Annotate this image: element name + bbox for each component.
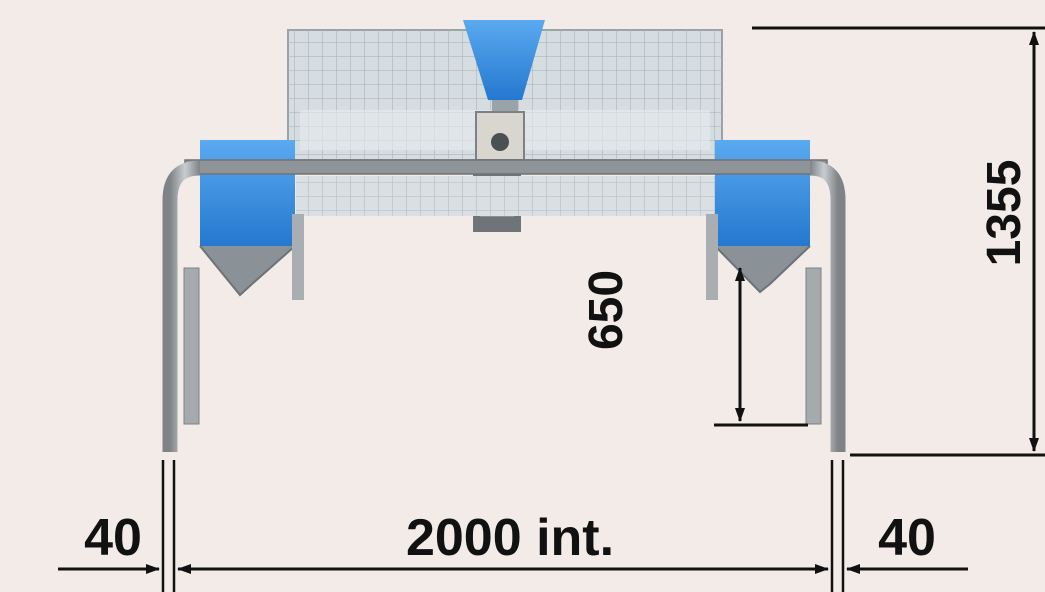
frame-top-bar: [184, 159, 828, 175]
left-feeder-trough: [199, 140, 296, 297]
interior-width-label: 2000 int.: [406, 509, 614, 567]
right-inner-leg: [805, 267, 822, 425]
left-inner-leg: [183, 267, 200, 425]
top-hopper: [463, 20, 545, 100]
total-height-label: 1355: [978, 160, 1031, 267]
left-outer-leg: [162, 160, 201, 452]
right-feeder-trough: [714, 140, 811, 294]
right-outer-leg: [809, 160, 846, 452]
dimension-lines: [58, 26, 1045, 592]
cage-illustration: [162, 20, 846, 452]
left-leg-label: 40: [84, 509, 142, 567]
right-leg-label: 40: [878, 509, 936, 567]
clearance-height-label: 650: [580, 270, 633, 350]
